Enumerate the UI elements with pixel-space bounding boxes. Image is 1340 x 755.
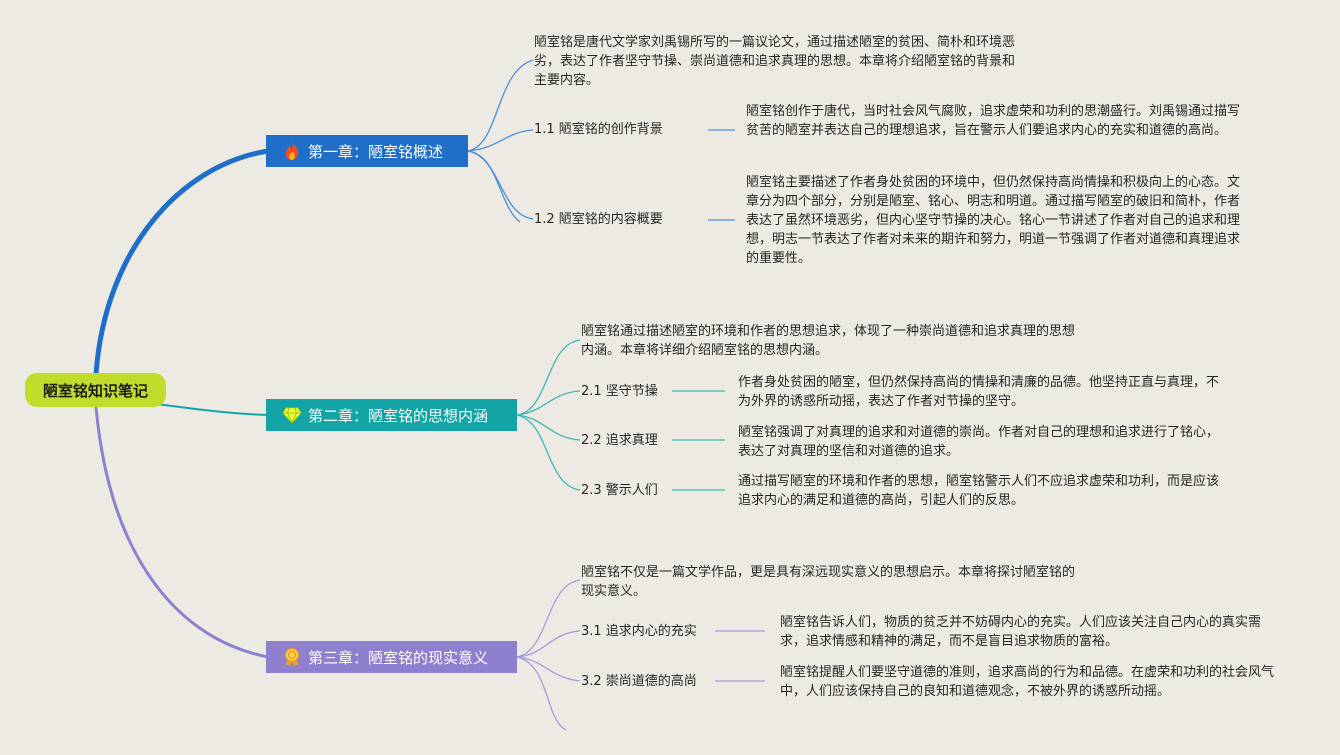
award-icon — [282, 647, 302, 667]
chapter-2-intro: 陋室铭通过描述陋室的环境和作者的思想追求，体现了一种崇尚道德和追求真理的思想内涵… — [581, 324, 1076, 358]
diamond-icon — [282, 405, 302, 425]
ch3-link-s2 — [516, 656, 581, 682]
chapter-3-section-2-label[interactable]: 3.2 崇尚道德的高尚 — [581, 674, 697, 689]
chapter-3-intro: 陋室铭不仅是一篇文学作品，更是具有深远现实意义的思想启示。本章将探讨陋室铭的现实… — [581, 565, 1076, 599]
chapter-1-node[interactable]: 第一章：陋室铭概述 — [266, 135, 468, 167]
ch2-link-intro — [516, 339, 581, 416]
ch2-link-s2 — [516, 414, 581, 441]
chapter-2-title: 第二章：陋室铭的思想内涵 — [308, 406, 489, 425]
ch3-link-bottom — [516, 656, 567, 731]
ch1-link-intro — [467, 59, 534, 152]
ch2-link-s3 — [516, 414, 581, 491]
chapter-3-title: 第三章：陋室铭的现实意义 — [308, 648, 489, 667]
ch3-link-intro — [516, 579, 581, 658]
branch-root-chapter-1 — [93, 148, 271, 377]
chapter-2-section-2-label[interactable]: 2.2 追求真理 — [581, 433, 658, 448]
chapter-2-section-2-detail: 陋室铭强调了对真理的追求和对道德的崇尚。作者对自己的理想和追求进行了铭心，表达了… — [738, 425, 1220, 459]
chapter-1-intro: 陋室铭是唐代文学家刘禹锡所写的一篇议论文，通过描述陋室的贫困、简朴和环境恶劣，表… — [534, 35, 1016, 88]
ch1-link-s2 — [467, 150, 534, 220]
ch1-link-bottom — [467, 150, 521, 223]
chapter-1-title: 第一章：陋室铭概述 — [308, 142, 444, 161]
ch2-link-s1 — [516, 390, 581, 416]
chapter-1-section-1-label[interactable]: 1.1 陋室铭的创作背景 — [534, 122, 663, 137]
root-node[interactable]: 陋室铭知识笔记 — [25, 373, 166, 407]
chapter-3-node[interactable]: 第三章：陋室铭的现实意义 — [266, 641, 517, 673]
chapter-2-section-3-detail: 通过描写陋室的环境和作者的思想，陋室铭警示人们不应追求虚荣和功利，而是应该追求内… — [738, 474, 1220, 508]
chapter-2-node[interactable]: 第二章：陋室铭的思想内涵 — [266, 399, 517, 431]
chapter-2-section-1-label[interactable]: 2.1 坚守节操 — [581, 384, 658, 399]
chapter-3-section-1-label[interactable]: 3.1 追求内心的充实 — [581, 624, 697, 639]
root-label: 陋室铭知识笔记 — [42, 381, 148, 400]
ch1-link-s1 — [467, 129, 534, 152]
chapter-1-section-2-label[interactable]: 1.2 陋室铭的内容概要 — [534, 212, 663, 227]
chapter-1-section-2-detail: 陋室铭主要描述了作者身处贫困的环境中，但仍然保持高尚情操和积极向上的心态。文章分… — [746, 175, 1241, 266]
ch3-link-s1 — [516, 630, 581, 658]
chapter-2-section-3-label[interactable]: 2.3 警示人们 — [581, 483, 658, 498]
flame-icon — [282, 141, 302, 161]
chapter-2-section-1-detail: 作者身处贫困的陋室，但仍然保持高尚的情操和清廉的品德。他坚持正直与真理，不为外界… — [738, 375, 1220, 409]
chapter-3-section-1-detail: 陋室铭告诉人们，物质的贫乏并不妨碍内心的充实。人们应该关注自己内心的真实需求，追… — [780, 615, 1262, 649]
chapter-1-section-1-detail: 陋室铭创作于唐代，当时社会风气腐败，追求虚荣和功利的思潮盛行。刘禹锡通过描写贫苦… — [746, 104, 1241, 138]
branch-root-chapter-2 — [149, 402, 269, 416]
branch-root-chapter-3 — [94, 405, 270, 659]
chapter-3-section-2-detail: 陋室铭提醒人们要坚守道德的准则，追求高尚的行为和品德。在虚荣和功利的社会风气中，… — [780, 665, 1275, 699]
